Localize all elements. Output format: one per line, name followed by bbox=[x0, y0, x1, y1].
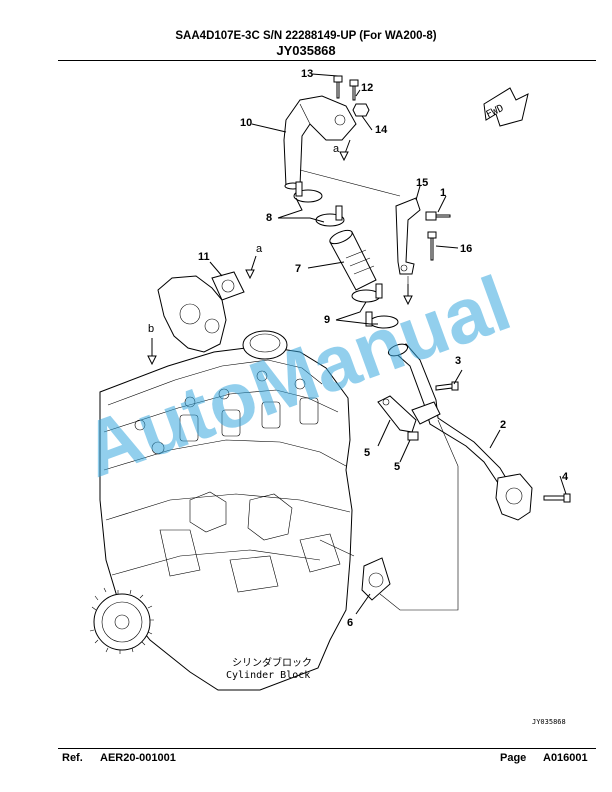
callout-14: 15 bbox=[416, 177, 428, 189]
clamp-5-upper bbox=[293, 181, 345, 227]
engine-block bbox=[89, 275, 353, 691]
page-value: A016001 bbox=[543, 752, 588, 764]
page-label: Page bbox=[500, 752, 527, 764]
callout-13: 3 bbox=[455, 355, 461, 367]
leader-lines bbox=[147, 73, 567, 615]
view-letter-a-block: a bbox=[256, 243, 263, 255]
bolt-13 bbox=[435, 381, 459, 391]
drawing-number: JY035868 bbox=[276, 43, 336, 58]
bolts-15-16 bbox=[425, 211, 451, 261]
callout-6: 10 bbox=[240, 117, 252, 129]
view-letter-a-pipe: a bbox=[333, 143, 340, 155]
callout-10: 14 bbox=[375, 124, 388, 136]
page-title: SAA4D107E-3C S/N 22288149-UP (For WA200-… bbox=[175, 30, 437, 42]
bracket-14 bbox=[395, 197, 421, 275]
callout-7: 11 bbox=[198, 251, 210, 263]
callout-3: 4 bbox=[562, 471, 569, 483]
callout-12: 5 bbox=[394, 461, 400, 473]
callout-11: 5 bbox=[364, 447, 370, 459]
cylinder-block-label-en: Cylinder Block bbox=[226, 670, 310, 681]
fwd-direction-arrow: FWD bbox=[483, 87, 529, 127]
clamp-5-lower bbox=[351, 283, 399, 329]
callout-5a: 8 bbox=[266, 212, 272, 224]
gasket-2 bbox=[361, 557, 391, 601]
callout-5b: 9 bbox=[324, 314, 330, 326]
callout-15: 16 bbox=[460, 243, 472, 255]
view-letter-b: b bbox=[148, 323, 154, 335]
ref-value: AER20-001001 bbox=[100, 752, 176, 764]
ref-label: Ref. bbox=[62, 752, 83, 764]
callout-8: 12 bbox=[361, 82, 373, 94]
bolt-12 bbox=[407, 431, 419, 441]
bracket-11 bbox=[377, 395, 417, 433]
hose-4 bbox=[329, 229, 377, 291]
header-divider bbox=[58, 60, 596, 61]
callout-16: 1 bbox=[440, 187, 446, 199]
callout-4: 7 bbox=[295, 263, 301, 275]
footer-divider bbox=[58, 748, 596, 749]
callout-2: 6 bbox=[347, 617, 353, 629]
nut-10 bbox=[352, 103, 370, 117]
gasket-7 bbox=[211, 271, 245, 301]
cylinder-block-label-jp: シリンダブロック bbox=[232, 656, 312, 669]
bolt-3 bbox=[543, 493, 571, 503]
drawing-id-stamp: JY035868 bbox=[532, 718, 566, 726]
water-pipe-1 bbox=[387, 343, 533, 521]
callout-9: 13 bbox=[301, 68, 313, 80]
callout-1: 2 bbox=[500, 419, 506, 431]
bolts-8-9 bbox=[333, 75, 359, 101]
